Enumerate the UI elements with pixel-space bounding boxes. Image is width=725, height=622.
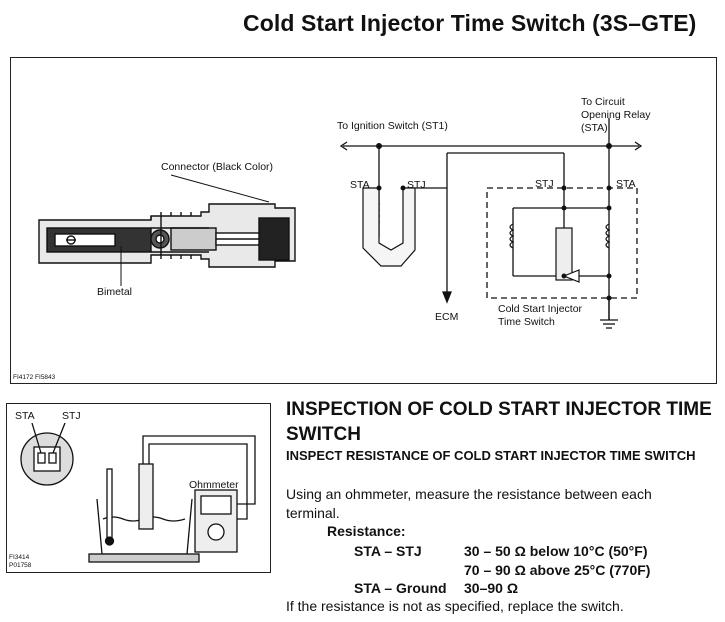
ecm-label: ECM xyxy=(435,311,459,323)
figure-code-line: FI3414 xyxy=(9,554,30,561)
thermometer xyxy=(106,468,113,542)
spec-terminals-sta-stj: STA – STJ xyxy=(354,543,422,559)
section-subheading: INSPECT RESISTANCE OF COLD START INJECTO… xyxy=(286,448,696,463)
bottom-figure: STA STJ Ohmmeter FI3414 P01758 xyxy=(6,403,271,573)
spec-value: 30–90 Ω xyxy=(464,580,519,596)
stj-right-label: STJ xyxy=(535,178,554,190)
spec-terminals-sta-ground: STA – Ground xyxy=(354,580,447,596)
test-setup-illustration xyxy=(20,422,256,563)
top-figure: Connector (Black Color) Bimetal To Ignit… xyxy=(10,57,717,384)
sta-right-label: STA xyxy=(616,178,636,190)
bimetal-label: Bimetal xyxy=(97,286,133,298)
switch-probe xyxy=(138,463,154,530)
resistance-label: Resistance: xyxy=(327,523,406,539)
top-figure-code: FI4172 FI5843 xyxy=(13,374,56,381)
junction-dots xyxy=(376,143,612,301)
relay-label: To Circuit Opening Relay (STA) xyxy=(581,96,650,135)
injector-label: Cold Start Injector Time Switch xyxy=(498,303,582,329)
ohmmeter-label: Ohmmeter xyxy=(189,479,239,491)
heater-plate xyxy=(88,553,200,563)
bottom-figure-code: FI3414 P01758 xyxy=(9,554,31,570)
connector-label: Connector (Black Color) xyxy=(161,161,274,173)
page-title: Cold Start Injector Time Switch (3S–GTE) xyxy=(243,10,697,36)
relay-label-line: Opening Relay xyxy=(581,109,651,121)
switch-cross-section xyxy=(38,203,296,268)
bus-lines xyxy=(339,118,643,329)
sta-left-label: STA xyxy=(350,179,370,191)
stj-label: STJ xyxy=(62,410,81,422)
injector-label-line: Time Switch xyxy=(498,316,555,328)
instruction-text: Using an ohmmeter, measure the resistanc… xyxy=(286,486,652,521)
section-heading: INSPECTION OF COLD START INJECTOR TIME S… xyxy=(286,399,712,445)
figure-code-line: P01758 xyxy=(9,562,32,569)
spec-value: 30 – 50 Ω below 10°C (50°F) xyxy=(464,543,648,559)
coil-symbols xyxy=(362,187,611,283)
ignition-label: To Ignition Switch (ST1) xyxy=(337,120,448,132)
relay-label-line: To Circuit xyxy=(581,96,625,108)
injector-label-line: Cold Start Injector xyxy=(498,303,583,315)
replacement-note: If the resistance is not as specified, r… xyxy=(286,598,624,614)
wiring-diagram xyxy=(38,118,643,329)
spec-value: 70 – 90 Ω above 25°C (770F) xyxy=(464,562,651,578)
relay-label-line: (STA) xyxy=(581,122,608,134)
stj-left-label: STJ xyxy=(407,179,426,191)
sta-label: STA xyxy=(15,410,35,422)
